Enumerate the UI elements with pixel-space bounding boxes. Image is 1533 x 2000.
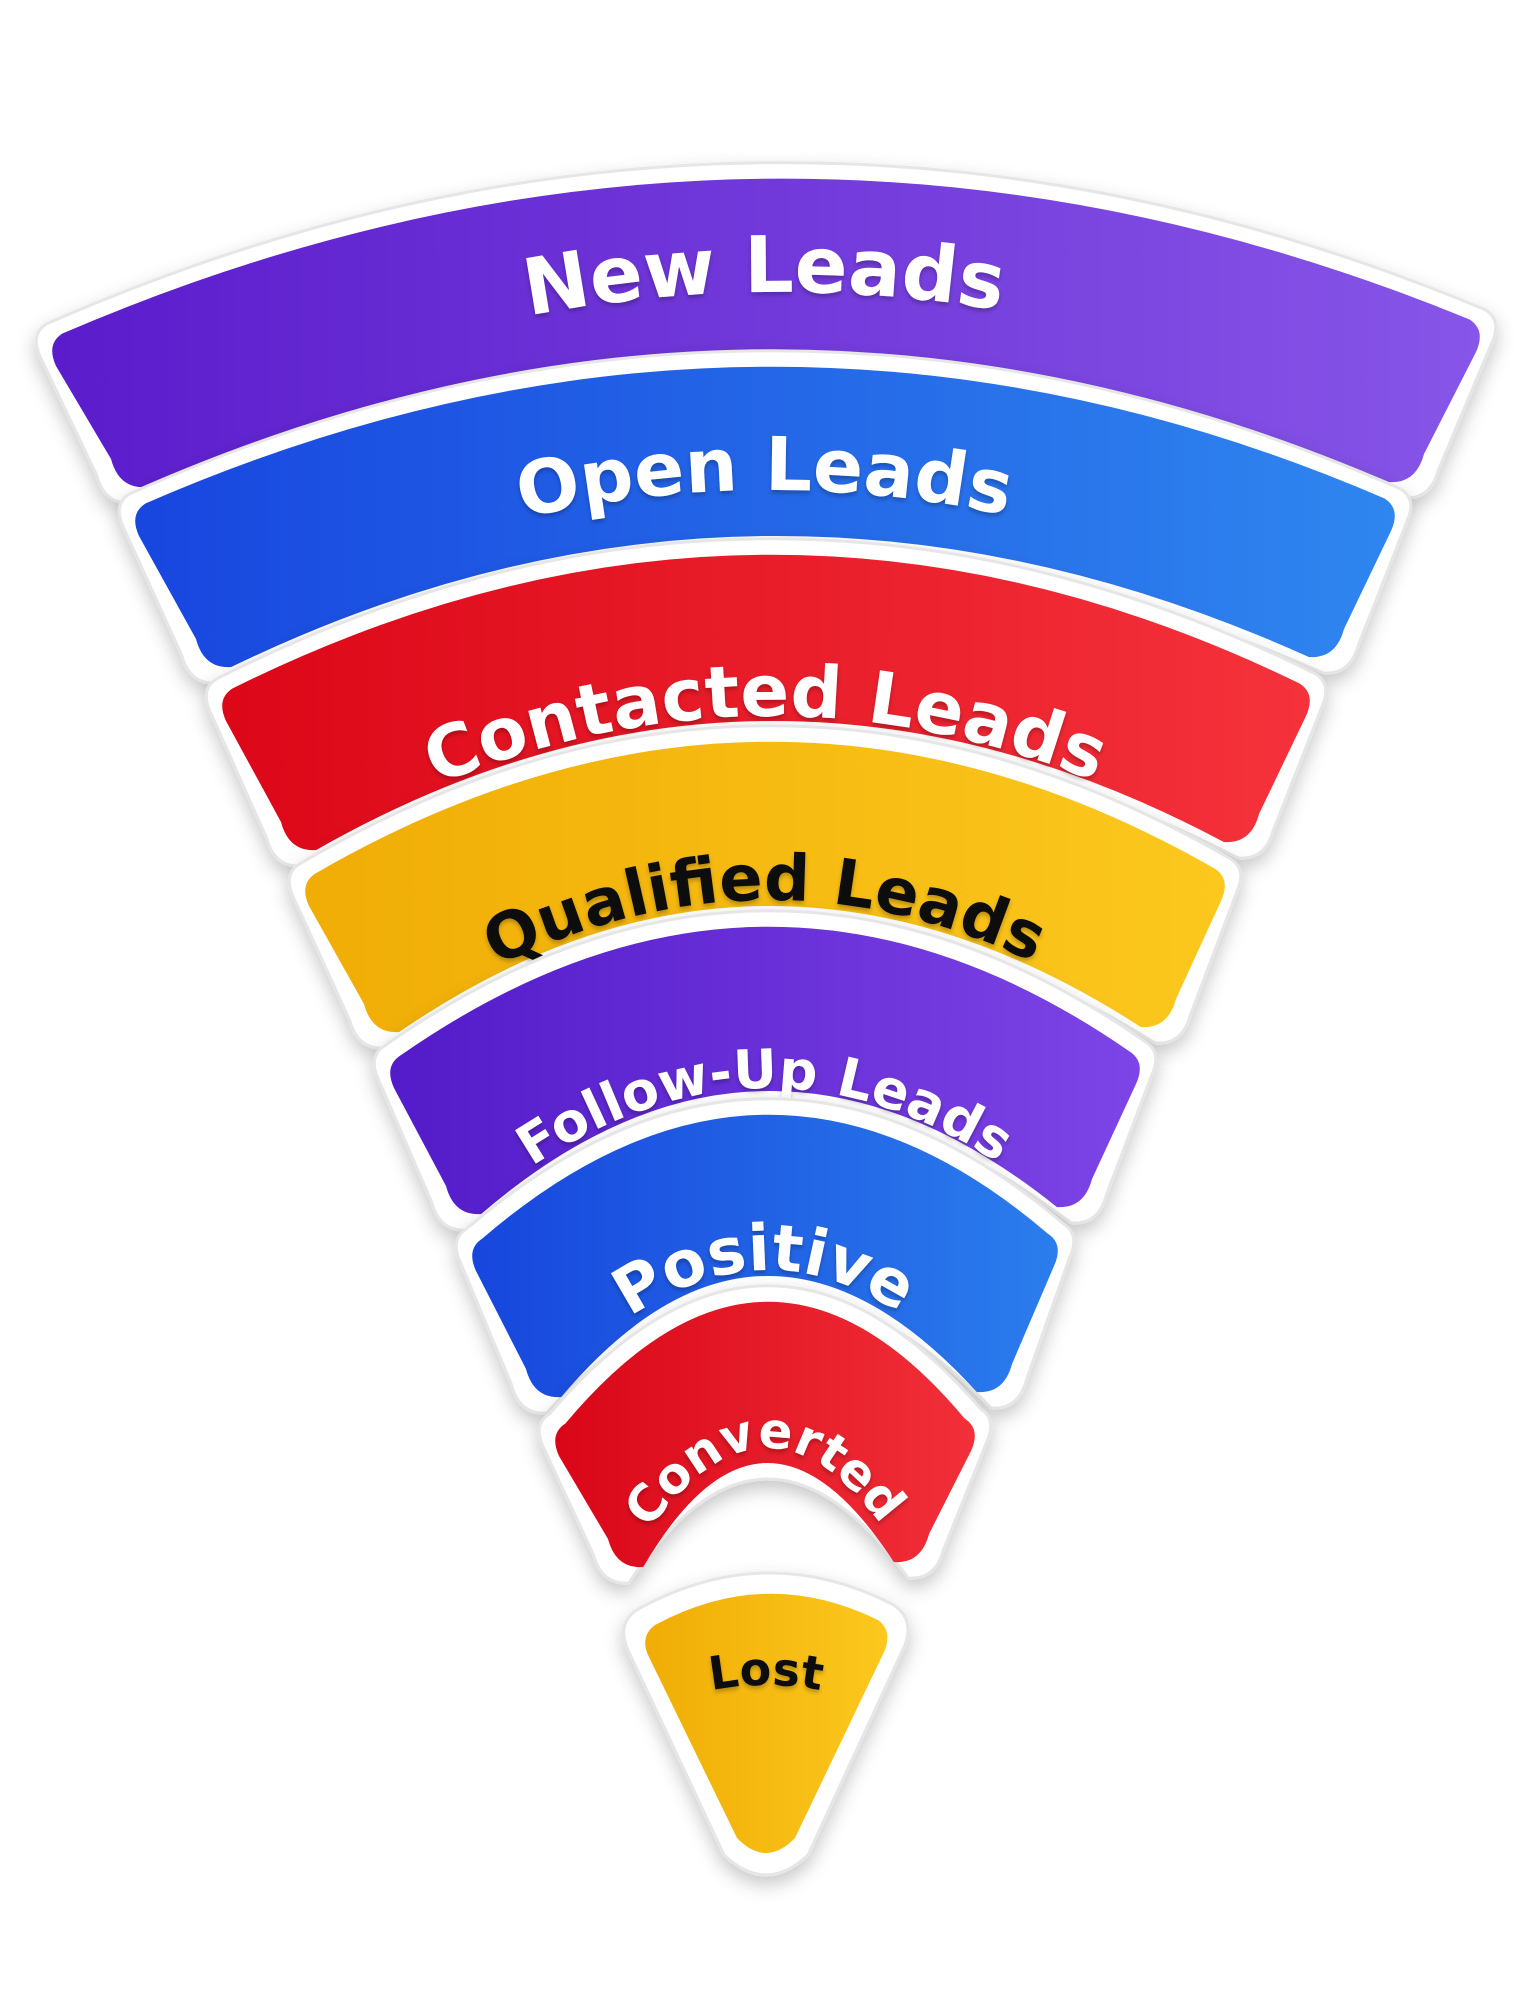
- stage-band: [52, 178, 1480, 488]
- stage-band: [305, 741, 1225, 1033]
- stage-band: [555, 1301, 975, 1568]
- funnel-stage-converted: Converted: [537, 1284, 993, 1585]
- stage-band: [222, 554, 1310, 851]
- funnel-stage-open-leads: Open Leads: [117, 349, 1413, 685]
- stage-band: [390, 926, 1140, 1215]
- stage-band: [645, 1593, 888, 1853]
- funnel-stage-lost: Lost: [622, 1571, 910, 1877]
- stage-band: [135, 366, 1395, 668]
- funnel-stage-new-leads: New Leads: [34, 161, 1498, 505]
- stage-label: Lost: [705, 1642, 827, 1701]
- stage-band: [472, 1114, 1058, 1398]
